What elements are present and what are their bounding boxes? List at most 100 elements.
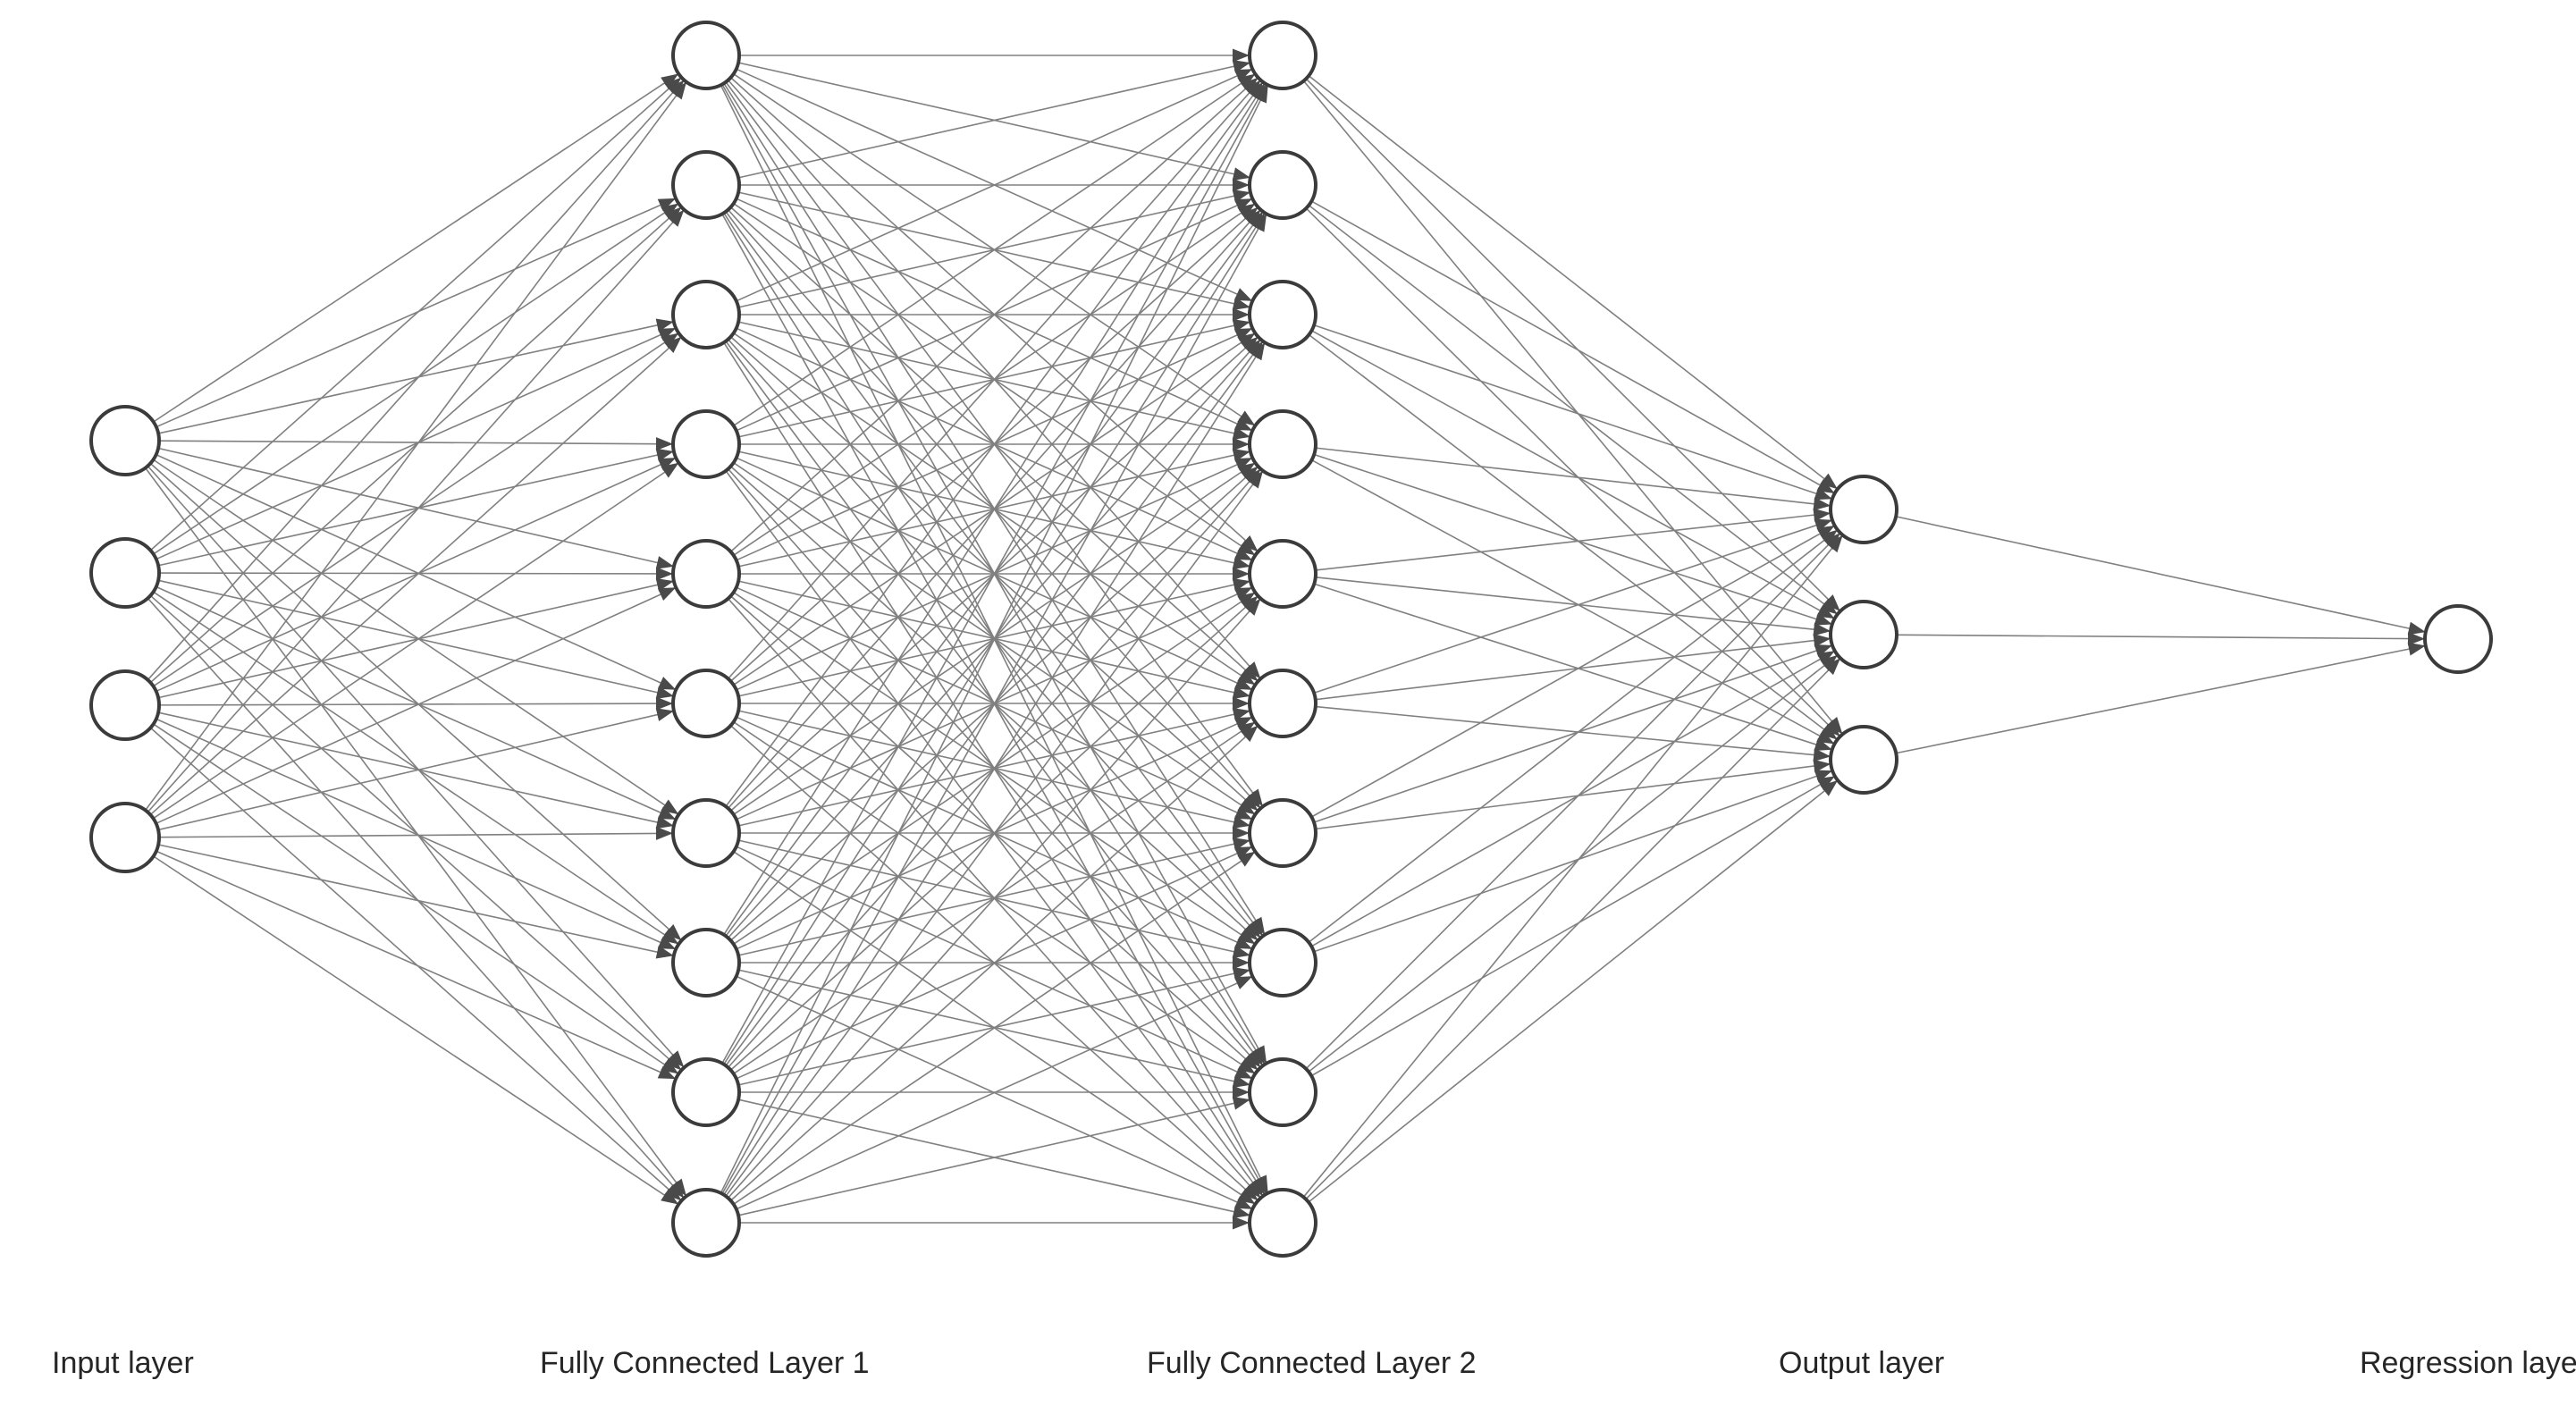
- connection-edge: [1311, 330, 1835, 619]
- connection-edge: [158, 832, 674, 838]
- connection-edge: [158, 572, 674, 575]
- connection-edge: [153, 202, 679, 555]
- connection-edge: [147, 80, 685, 681]
- connection-edge: [158, 440, 674, 445]
- neuron-node-fc1-10: [671, 1188, 741, 1258]
- connection-edge: [1308, 654, 1839, 1073]
- connection-arrowhead: [1816, 526, 1835, 540]
- connection-arrowhead: [1232, 59, 1250, 73]
- connection-arrowhead: [1254, 85, 1268, 104]
- connection-arrowhead: [1816, 651, 1835, 666]
- connection-edge: [153, 462, 679, 820]
- connection-arrowhead: [1232, 167, 1250, 181]
- connection-arrowhead: [655, 708, 674, 721]
- connection-edge: [158, 703, 674, 706]
- connection-arrowhead: [1816, 776, 1835, 791]
- connection-edge: [1313, 518, 1833, 694]
- connection-edge: [729, 77, 1259, 552]
- connection-arrowhead: [1241, 664, 1259, 682]
- connection-arrowhead: [1813, 622, 1831, 636]
- connection-arrowhead: [655, 686, 674, 700]
- connection-edge: [1896, 644, 2426, 754]
- neuron-node-input-2: [89, 537, 161, 609]
- connection-edge: [1315, 577, 1831, 632]
- connection-arrowhead: [655, 578, 674, 592]
- connection-edge: [1313, 644, 1833, 823]
- connection-arrowhead: [1241, 466, 1259, 484]
- connection-edge: [1305, 78, 1841, 612]
- connection-arrowhead: [1232, 686, 1250, 700]
- neuron-node-output-1: [1829, 475, 1898, 544]
- connection-arrowhead: [1816, 729, 1835, 745]
- connection-edge: [156, 327, 677, 560]
- connection-arrowhead: [1814, 487, 1832, 501]
- connection-arrowhead: [1241, 77, 1259, 95]
- connection-edge: [153, 855, 679, 1206]
- connection-arrowhead: [1232, 189, 1250, 203]
- neuron-node-fc2-3: [1248, 280, 1317, 349]
- connection-arrowhead: [1237, 73, 1256, 89]
- connection-edge: [733, 73, 1256, 426]
- neuron-node-fc2-6: [1248, 669, 1317, 738]
- connection-arrowhead: [668, 1181, 685, 1199]
- connection-edge: [1315, 637, 1831, 701]
- connection-arrowhead: [1247, 470, 1263, 489]
- connection-edge: [1302, 534, 1844, 1198]
- connection-edge: [149, 462, 683, 941]
- connection-arrowhead: [657, 587, 677, 601]
- connection-arrowhead: [1232, 1205, 1250, 1218]
- connection-arrowhead: [1241, 534, 1259, 552]
- connection-arrowhead: [664, 1184, 682, 1201]
- neuron-node-fc1-6: [671, 669, 741, 738]
- connection-edge: [1308, 779, 1839, 1203]
- connection-arrowhead: [655, 945, 674, 959]
- connection-edge: [1313, 453, 1833, 626]
- connection-arrowhead: [1233, 955, 1250, 970]
- connection-edge: [729, 725, 1259, 1201]
- connection-arrowhead: [1233, 417, 1253, 431]
- neuron-node-output-3: [1829, 725, 1898, 795]
- connection-edge: [145, 81, 687, 811]
- connection-arrowhead: [655, 826, 673, 840]
- connection-arrowhead: [1233, 567, 1250, 581]
- connection-arrowhead: [655, 696, 673, 711]
- neuron-node-fc1-4: [671, 409, 741, 479]
- neuron-node-fc2-8: [1248, 928, 1317, 997]
- connection-arrowhead: [1232, 815, 1250, 829]
- connection-edge: [157, 844, 674, 956]
- connection-edge: [1305, 207, 1841, 737]
- connection-arrowhead: [1232, 966, 1250, 981]
- edges-group: [145, 55, 2427, 1224]
- layer-label-input: Input layer: [52, 1346, 194, 1380]
- connection-edge: [156, 850, 677, 1080]
- connection-arrowhead: [655, 815, 674, 829]
- connection-edge: [1308, 75, 1839, 490]
- connection-arrowhead: [1813, 759, 1831, 773]
- neuron-node-input-4: [89, 802, 161, 873]
- connection-arrowhead: [1244, 1181, 1261, 1199]
- connection-arrowhead: [664, 206, 682, 223]
- connection-edge: [1895, 516, 2427, 633]
- neuron-node-fc2-2: [1248, 150, 1317, 220]
- connection-edge: [727, 80, 1262, 679]
- connection-edge: [1313, 770, 1833, 953]
- connection-arrowhead: [1233, 288, 1253, 301]
- connection-edge: [156, 586, 677, 825]
- connection-edge: [725, 81, 1264, 807]
- connection-arrowhead: [1233, 826, 1250, 840]
- neuron-node-regression-1: [2423, 604, 2493, 674]
- connection-edge: [1310, 650, 1836, 947]
- connection-edge: [723, 341, 1266, 1196]
- connection-edge: [157, 579, 675, 697]
- connection-edge: [147, 209, 685, 813]
- neuron-node-fc2-1: [1248, 21, 1317, 90]
- connection-arrowhead: [664, 1054, 682, 1071]
- connection-arrowhead: [657, 1065, 677, 1080]
- connection-arrowhead: [1814, 737, 1832, 752]
- connection-edge: [736, 975, 1253, 1210]
- connection-arrowhead: [1241, 725, 1259, 743]
- connection-arrowhead: [661, 1189, 679, 1205]
- connection-arrowhead: [1233, 547, 1253, 560]
